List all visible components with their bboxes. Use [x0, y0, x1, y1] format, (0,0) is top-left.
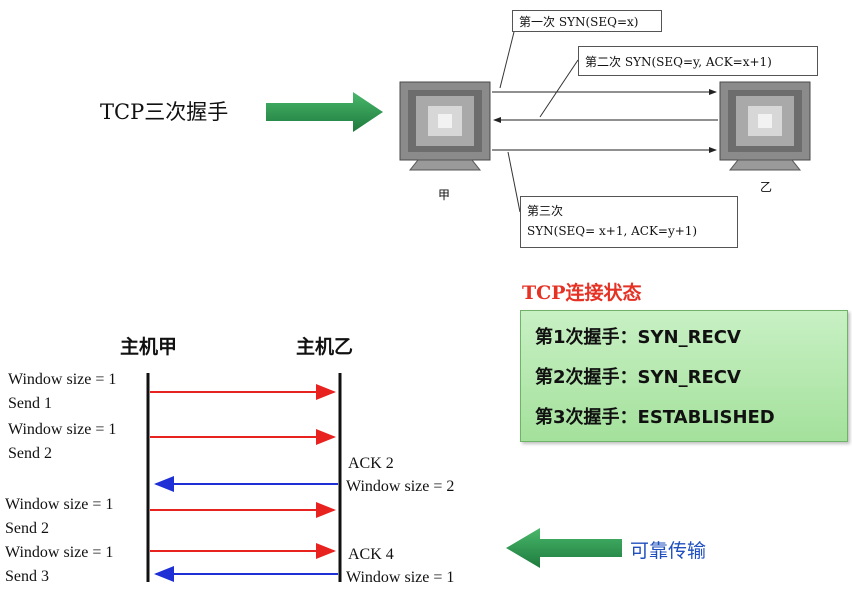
host-a-label: 甲	[438, 188, 451, 202]
seq-left-label-4a: Window size = 1	[5, 544, 114, 561]
seq-right-label-2a: ACK 4	[348, 546, 394, 563]
step-1-value: SYN(SEQ=x)	[558, 15, 639, 29]
status-title: TCP连接状态	[522, 282, 642, 304]
seq-left-label-2a: Window size = 1	[8, 421, 117, 438]
seq-right-label-1b: Window size = 2	[346, 478, 455, 495]
seq-left-label-4b: Send 3	[5, 568, 49, 585]
reliable-green-arrow	[506, 528, 622, 568]
host-a-monitor-icon	[399, 81, 491, 171]
callout-pointer-3	[507, 151, 521, 213]
callout-pointer-1	[499, 31, 515, 89]
handshake-green-arrow	[266, 92, 383, 132]
step-2-label: 第二次	[585, 55, 622, 69]
seq-host-a: 主机甲	[120, 336, 178, 358]
seq-right-label-1a: ACK 2	[348, 455, 394, 472]
status-line-3: 第3次握手：ESTABLISHED	[535, 407, 775, 428]
status-box: 第1次握手：SYN_RECV 第2次握手：SYN_RECV 第3次握手：ESTA…	[520, 310, 848, 442]
step-3-value: SYN(SEQ= x+1, ACK=y+1)	[527, 224, 698, 238]
status-line-2: 第2次握手：SYN_RECV	[535, 367, 741, 388]
callout-step-3: 第三次 SYN(SEQ= x+1, ACK=y+1)	[520, 196, 738, 248]
seq-host-b: 主机乙	[296, 336, 354, 358]
step-2-value: SYN(SEQ=y, ACK=x+1)	[624, 55, 772, 69]
callout-pointer-2	[539, 59, 579, 118]
step-1-label: 第一次	[519, 15, 556, 29]
host-b-monitor-icon	[719, 81, 811, 171]
seq-left-label-1a: Window size = 1	[8, 371, 117, 388]
seq-left-label-2b: Send 2	[8, 445, 52, 462]
callout-step-2: 第二次 SYN(SEQ=y, ACK=x+1)	[578, 46, 818, 76]
reliable-transfer-label: 可靠传输	[630, 540, 707, 562]
callout-step-1: 第一次 SYN(SEQ=x)	[512, 10, 662, 32]
seq-left-label-3a: Window size = 1	[5, 496, 114, 513]
status-line-1: 第1次握手：SYN_RECV	[535, 327, 741, 348]
step-3-label: 第三次	[527, 204, 564, 218]
seq-left-label-1b: Send 1	[8, 395, 52, 412]
seq-right-label-2b: Window size = 1	[346, 569, 455, 586]
host-b-label: 乙	[760, 180, 773, 194]
seq-left-label-3b: Send 2	[5, 520, 49, 537]
handshake-title: TCP三次握手	[100, 100, 229, 124]
